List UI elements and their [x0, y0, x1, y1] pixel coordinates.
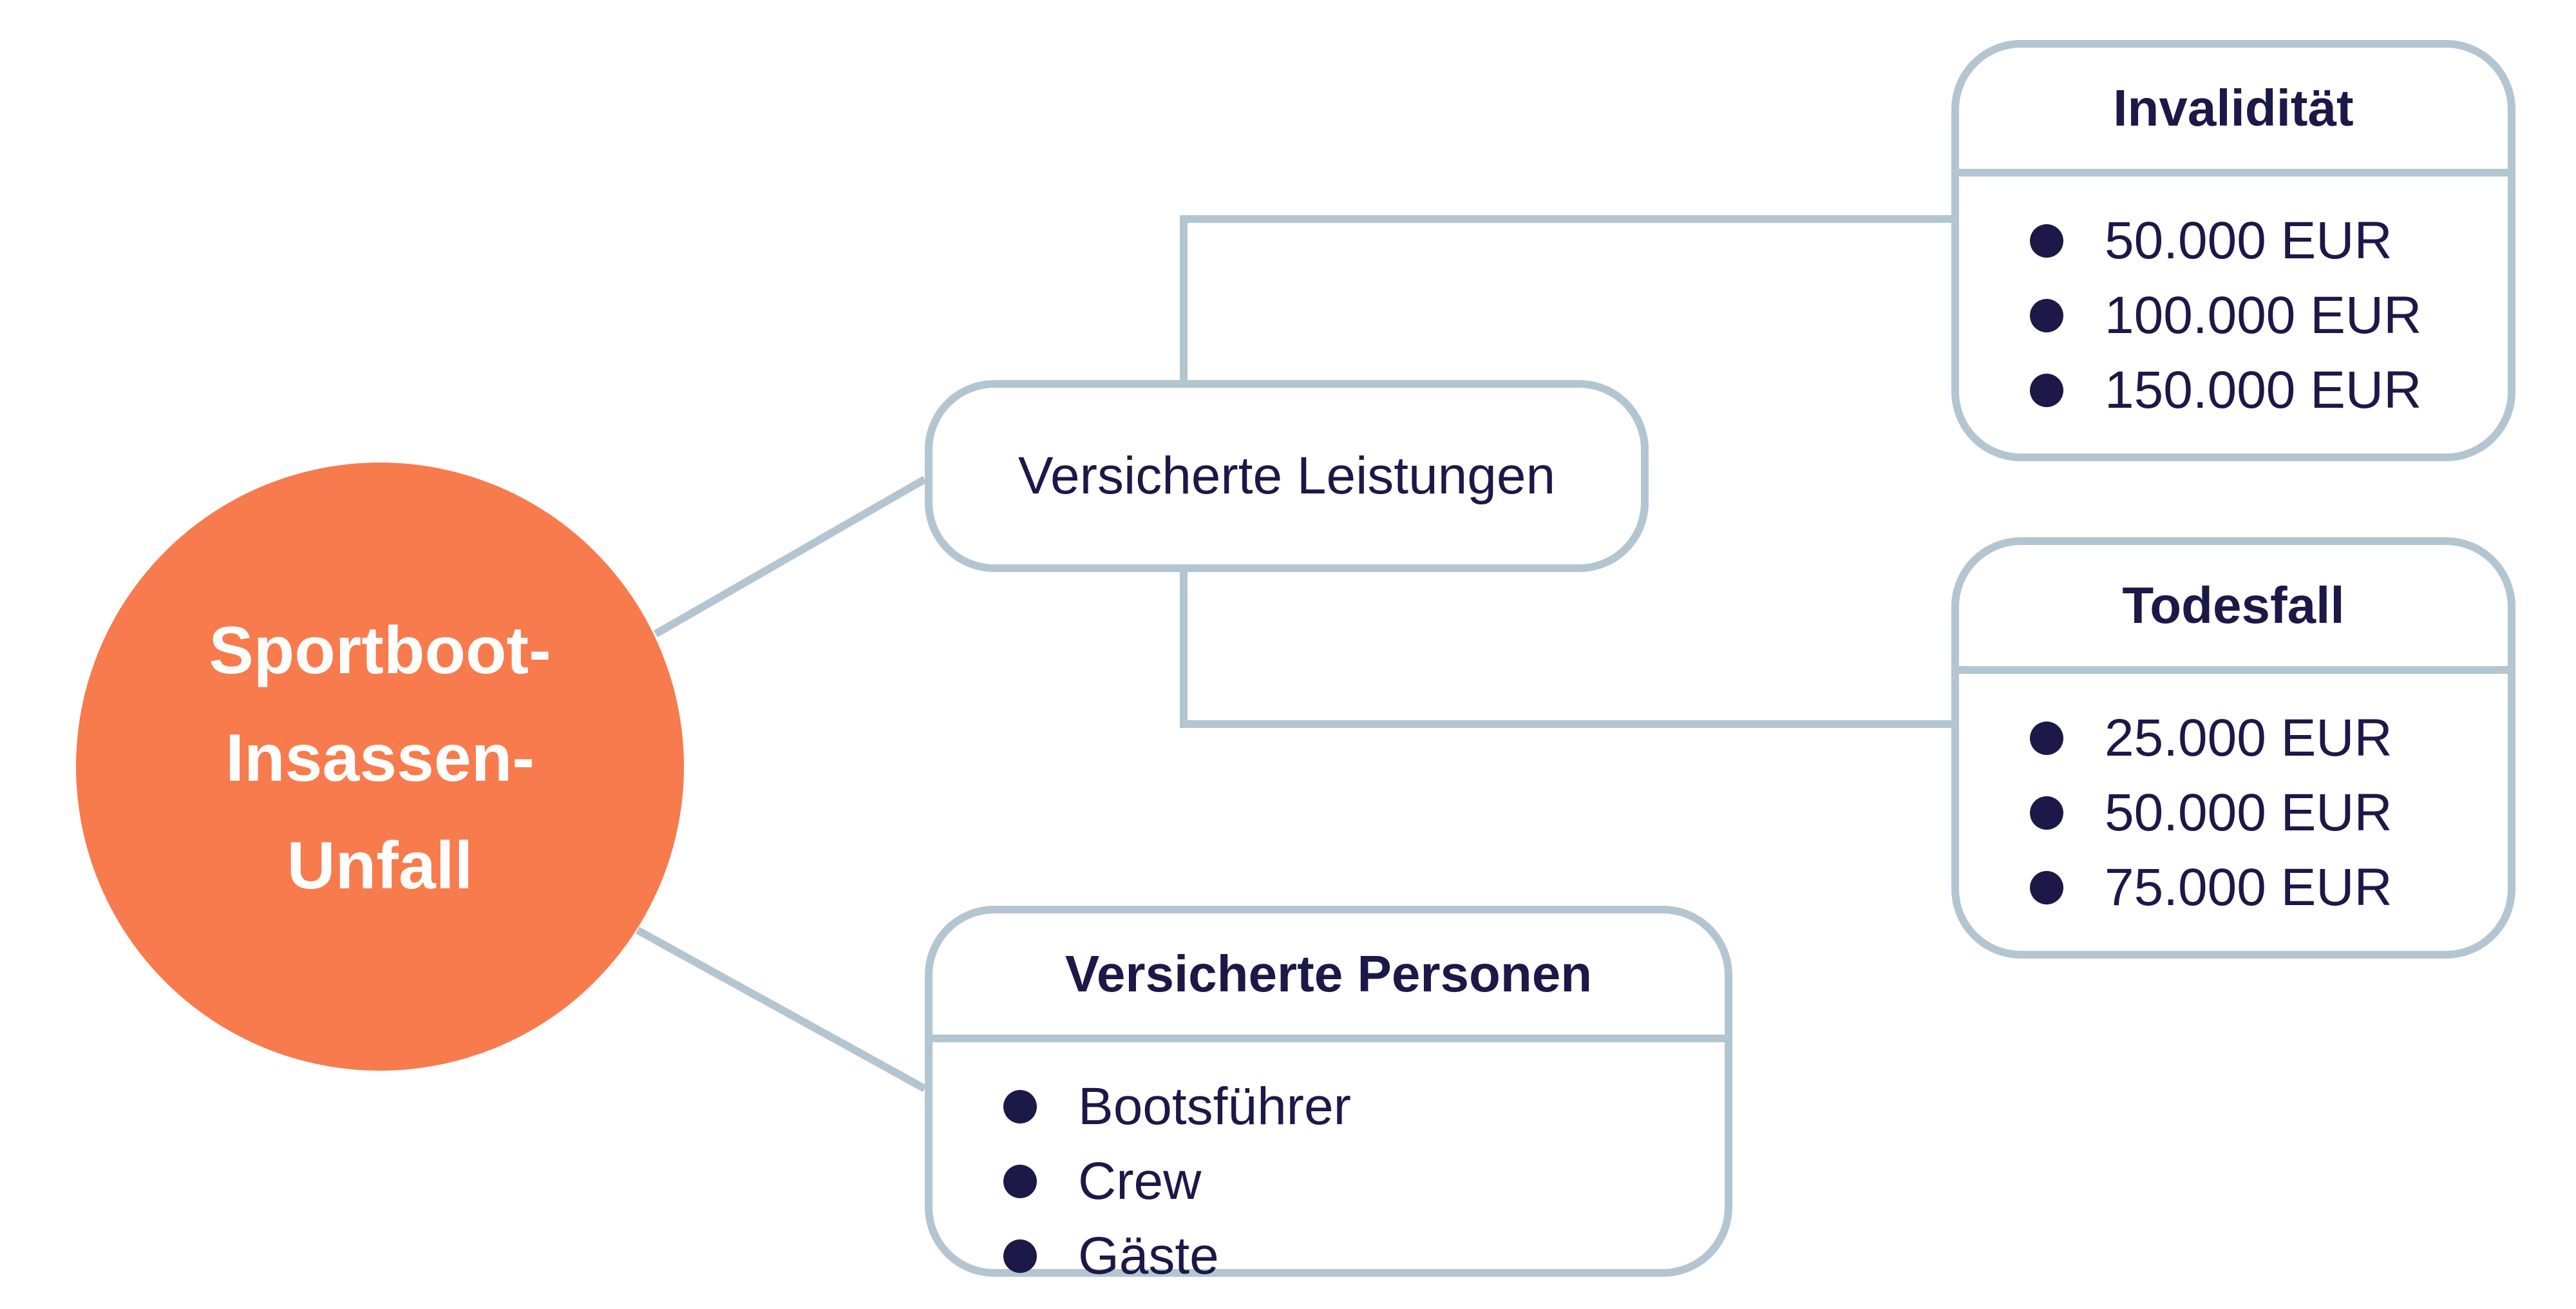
list-item: Bootsführer	[933, 1069, 1725, 1144]
connector-hub-to-personen	[636, 926, 927, 1093]
card-todesfall: Todesfall 25.000 EUR 50.000 EUR 75.000 E…	[1951, 537, 2515, 959]
list-item-text: Crew	[1078, 1152, 1202, 1210]
bullet-icon	[2030, 374, 2063, 407]
list-item: 25.000 EUR	[1959, 701, 2508, 776]
connector-leistungen-to-todesfall	[1180, 572, 1951, 728]
node-versicherte-leistungen-label: Versicherte Leistungen	[1018, 446, 1556, 505]
bullet-icon	[2030, 871, 2063, 904]
card-invaliditaet-title: Invalidität	[1959, 48, 2508, 177]
bullet-icon	[2030, 721, 2063, 755]
list-item: Crew	[933, 1144, 1725, 1219]
card-invaliditaet-list: 50.000 EUR 100.000 EUR 150.000 EUR	[1959, 177, 2508, 428]
list-item: 100.000 EUR	[1959, 278, 2508, 353]
bullet-icon	[2030, 224, 2063, 258]
bullet-icon	[1003, 1165, 1037, 1198]
card-invaliditaet: Invalidität 50.000 EUR 100.000 EUR 150.0…	[1951, 40, 2515, 461]
list-item: 75.000 EUR	[1959, 850, 2508, 925]
list-item-text: 150.000 EUR	[2105, 361, 2422, 419]
bullet-icon	[1003, 1090, 1037, 1123]
bullet-icon	[2030, 796, 2063, 830]
list-item-text: 100.000 EUR	[2105, 286, 2422, 345]
list-item-text: 25.000 EUR	[2105, 709, 2392, 767]
list-item-text: 75.000 EUR	[2105, 858, 2392, 917]
card-todesfall-title: Todesfall	[1959, 545, 2508, 674]
list-item: 150.000 EUR	[1959, 353, 2508, 428]
card-versicherte-personen-title: Versicherte Personen	[933, 913, 1725, 1042]
bullet-icon	[2030, 299, 2063, 332]
list-item-text: 50.000 EUR	[2105, 783, 2392, 842]
list-item: 50.000 EUR	[1959, 204, 2508, 278]
list-item: Gäste	[933, 1219, 1725, 1294]
node-versicherte-leistungen: Versicherte Leistungen	[925, 380, 1649, 572]
central-topic-title: Sportboot- Insassen- Unfall	[209, 613, 551, 903]
bullet-icon	[1003, 1239, 1037, 1273]
connector-hub-to-leistungen	[654, 475, 927, 638]
list-item-text: Bootsführer	[1078, 1077, 1351, 1136]
connector-leistungen-to-invaliditaet	[1180, 215, 1951, 380]
central-topic-circle: Sportboot- Insassen- Unfall	[76, 463, 684, 1071]
list-item: 50.000 EUR	[1959, 776, 2508, 850]
list-item-text: 50.000 EUR	[2105, 211, 2392, 270]
card-todesfall-list: 25.000 EUR 50.000 EUR 75.000 EUR	[1959, 674, 2508, 925]
card-versicherte-personen: Versicherte Personen Bootsführer Crew Gä…	[925, 906, 1732, 1285]
card-versicherte-personen-list: Bootsführer Crew Gäste	[933, 1042, 1725, 1294]
list-item-text: Gäste	[1078, 1227, 1219, 1285]
